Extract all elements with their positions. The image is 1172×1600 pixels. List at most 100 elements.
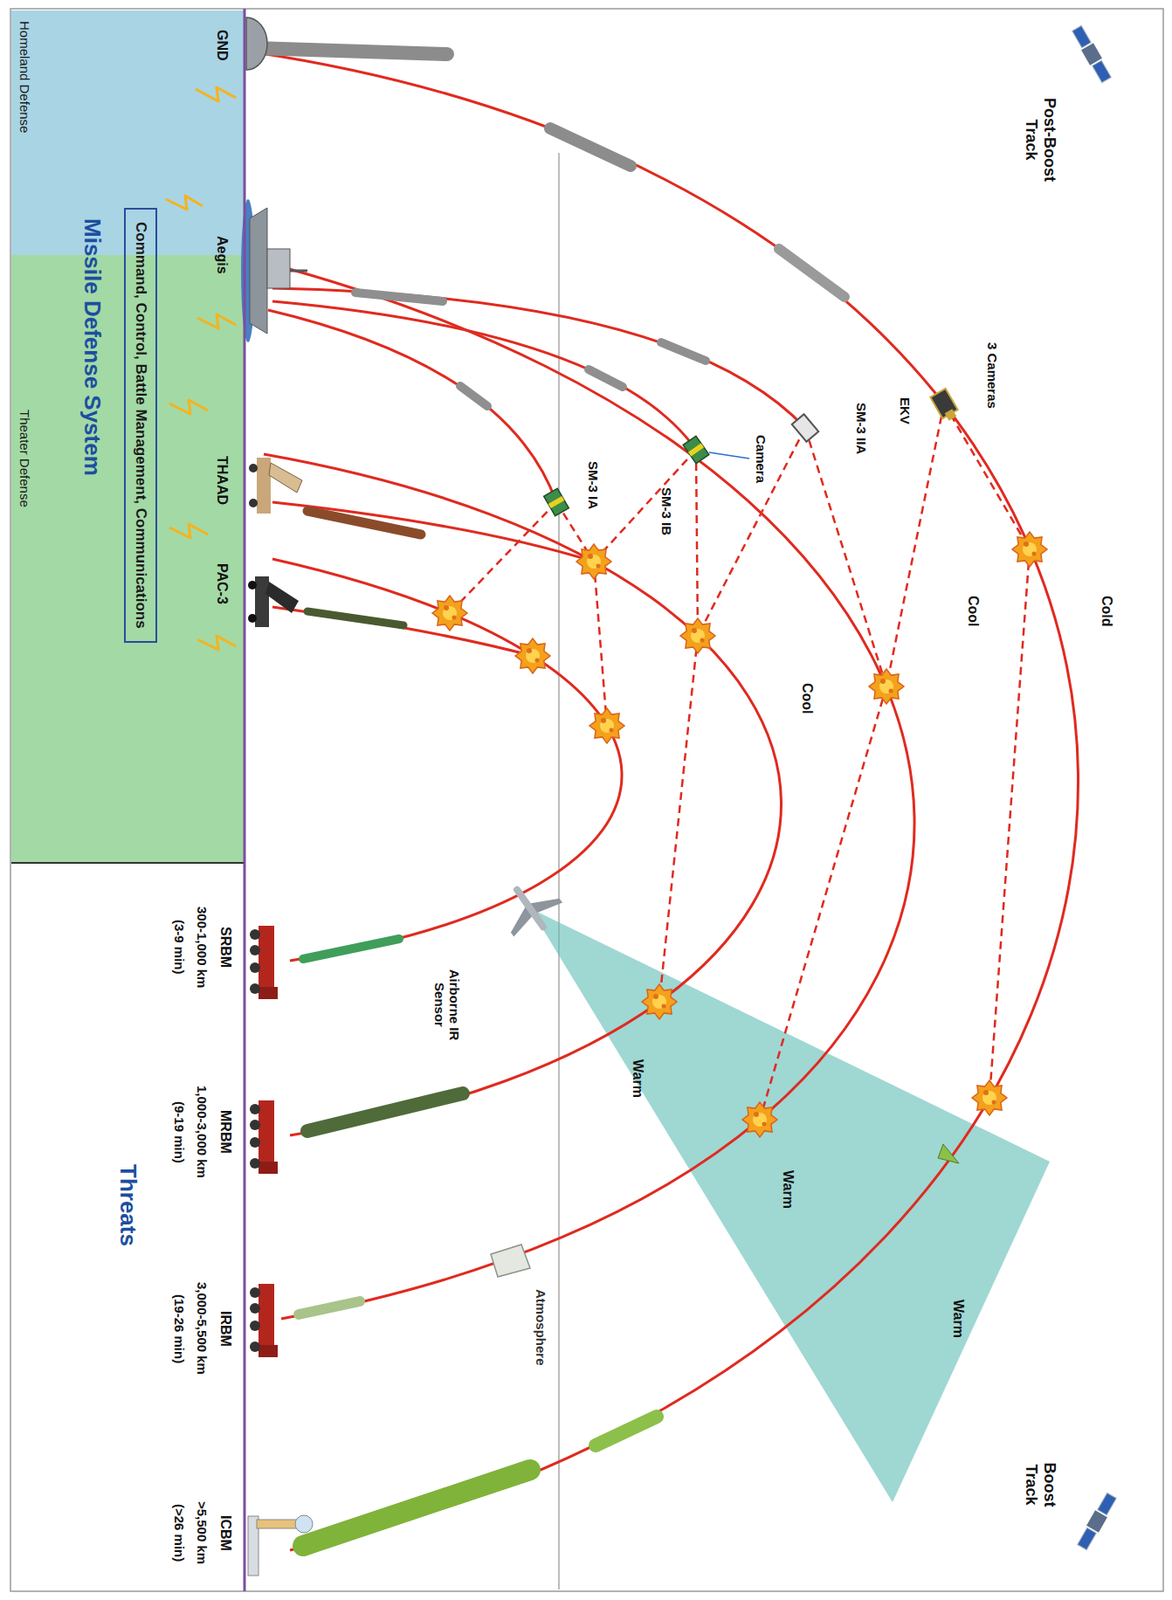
satellite-label: Post-Boost Track: [1022, 96, 1059, 184]
dashed-path: [989, 549, 1030, 1098]
label-anchor: SM-3 IB: [658, 487, 675, 536]
phase-label: Cold: [1098, 595, 1115, 628]
label-anchor: Warm: [779, 1170, 796, 1209]
wheel: [248, 463, 258, 473]
sensor-cone: [530, 908, 1050, 1503]
label-anchor: EKV: [896, 397, 913, 425]
atmosphere-label: Atmosphere: [533, 1289, 549, 1366]
intercept-burst: [576, 544, 612, 580]
kill-vehicle: [544, 488, 570, 517]
gbi-interceptor: [255, 48, 845, 297]
label-anchor: 3 Cameras: [984, 342, 1000, 409]
label-anchor: Post-Boost Track: [1022, 96, 1059, 184]
threat-time: (9-19 min): [172, 1101, 187, 1164]
intercept-burst: [432, 595, 468, 631]
solar-panel: [1092, 60, 1111, 83]
wheel: [249, 983, 261, 994]
truck-body: [258, 925, 275, 987]
label-anchor: SM-3 IA: [585, 461, 601, 510]
interceptor-label: SM-3 IB: [659, 487, 675, 536]
rocket-stage: [595, 1416, 657, 1446]
label-anchor: Missile Defense System: [78, 218, 105, 476]
dashed-path: [659, 635, 698, 1002]
rocket-body: [255, 48, 448, 55]
pad-tower: [256, 1519, 299, 1529]
wheel: [249, 1302, 261, 1314]
dashed-path: [886, 403, 945, 687]
comm-links: [165, 87, 236, 650]
dashed-path: [697, 427, 806, 636]
satellites: [1070, 25, 1118, 1552]
threat-time: (19-26 min): [172, 1294, 187, 1364]
ship-mast: [289, 269, 308, 273]
label-anchor: Atmosphere: [532, 1289, 549, 1366]
warhead: [937, 1144, 959, 1164]
rocket-stage: [550, 128, 631, 166]
label-anchor: IRBM: [217, 1310, 234, 1347]
mrbm-missile: [307, 1093, 463, 1131]
lightning-bolt: [165, 195, 203, 210]
sm3-ib-vehicle: [682, 435, 710, 464]
region-text: Threats: [114, 1164, 141, 1247]
interceptor-label: EKV: [897, 397, 913, 425]
box-text: Command, Control, Battle Management, Com…: [131, 221, 150, 629]
label-anchor: (9-19 min): [171, 1101, 187, 1164]
solar-panel: [1077, 1527, 1097, 1550]
wheel: [249, 1320, 261, 1331]
threat-time: (>26 min): [172, 1503, 187, 1562]
srbm-trajectory: [272, 558, 622, 961]
irbm-missile: [298, 1244, 531, 1315]
aircraft-body: [512, 884, 549, 932]
wheel: [249, 1341, 261, 1352]
threat-range: >5,500 km: [194, 1501, 210, 1565]
label-anchor: (3-9 min): [171, 919, 187, 975]
solar-panel: [1072, 26, 1091, 49]
interceptor-label: SM-3 IA: [586, 461, 601, 510]
phase-label: Warm: [950, 1299, 966, 1338]
dashed-path: [696, 449, 698, 636]
airborne-sensor: [490, 869, 570, 947]
label-anchor: 1,000-3,000 km: [193, 1085, 210, 1179]
lightning-bolt: [169, 523, 208, 538]
lightning-bolt: [195, 87, 236, 102]
system-heading: Missile Defense System: [78, 218, 105, 476]
tel-launcher: [249, 1100, 278, 1174]
label-anchor: Camera: [752, 434, 769, 483]
label-anchor: SRBM: [217, 926, 234, 968]
aegis-ship: [241, 199, 308, 343]
truck-body: [256, 457, 271, 514]
boost-satellite: [1075, 1492, 1118, 1552]
rocket-stage: [355, 292, 443, 302]
dashed-path: [944, 403, 1030, 550]
wheel: [248, 580, 257, 590]
kill-vehicle-band: [688, 442, 704, 456]
dashed-path: [593, 561, 607, 726]
threat-trajectories: [255, 52, 1079, 1551]
site-label: THAAD: [213, 455, 230, 505]
pad-dome: [295, 1515, 313, 1533]
icbm-pad: [248, 1515, 313, 1576]
dashed-path: [449, 502, 557, 614]
rocket-stage: [779, 248, 845, 297]
label-anchor: >5,500 km: [193, 1501, 210, 1565]
lightning-bolt: [197, 635, 236, 650]
ship-deckhouse: [267, 248, 290, 289]
thaad-missile: [307, 510, 421, 535]
wheel: [249, 1103, 261, 1115]
solar-panel: [1097, 1493, 1117, 1516]
mrbm-trajectory: [263, 454, 782, 1136]
threat-time: (3-9 min): [172, 919, 187, 975]
label-anchor: 300-1,000 km: [193, 906, 210, 988]
dashed-path: [759, 686, 887, 1120]
tel-launcher: [249, 1283, 278, 1358]
region-text: Homeland Defense: [17, 20, 33, 133]
truck-body: [258, 1283, 275, 1345]
theater-band-fill: [11, 255, 244, 862]
label-anchor: (>26 min): [171, 1503, 187, 1562]
wheel: [248, 498, 258, 508]
launchers: [248, 925, 313, 1576]
label-anchor: Boost Track: [1022, 1458, 1059, 1511]
threat-name: MRBM: [217, 1109, 234, 1154]
label-anchor: (19-26 min): [171, 1294, 187, 1364]
